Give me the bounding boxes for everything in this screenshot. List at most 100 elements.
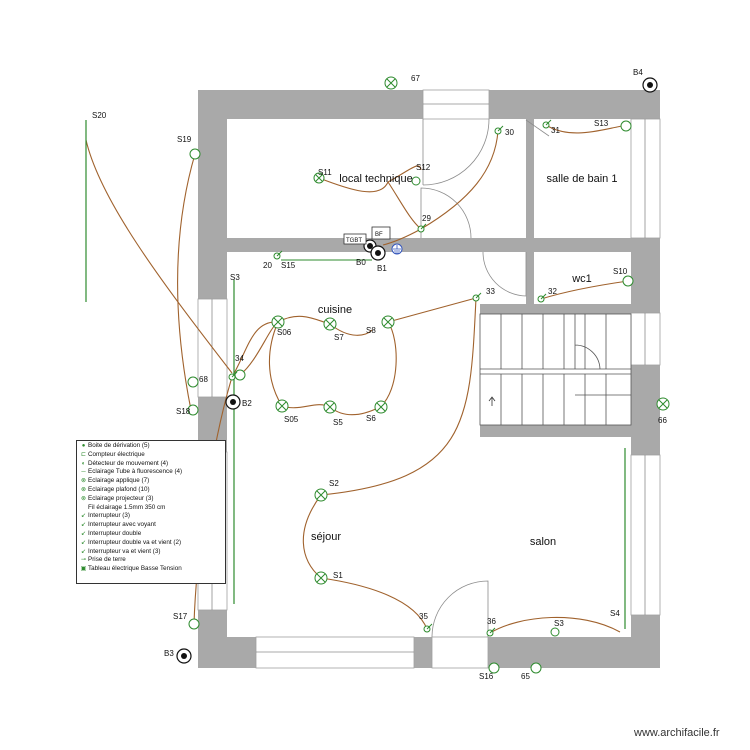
watermark: www.archifacile.fr xyxy=(634,727,720,739)
point-label: 30 xyxy=(505,128,514,137)
point-label: 35 xyxy=(419,612,428,621)
legend-icon: ⊗ xyxy=(80,478,87,485)
legend-icon: ⊏ xyxy=(80,451,87,458)
legend-icon: ↙ xyxy=(80,548,87,555)
point-label: S5 xyxy=(333,418,343,427)
detector-68 xyxy=(187,376,199,388)
fixture-s12 xyxy=(411,176,421,186)
point-label: S10 xyxy=(613,267,628,276)
fixture-s05 xyxy=(275,399,289,413)
switches xyxy=(228,119,552,637)
light-fixtures xyxy=(187,76,670,674)
fixture-67 xyxy=(384,76,398,90)
legend-text: Interrupteur (3) xyxy=(88,512,130,520)
legend-text: Boite de dérivation (5) xyxy=(88,442,150,449)
legend-text: Interrupteur double xyxy=(88,529,142,537)
legend-item: ⊏Compteur électrique xyxy=(79,451,223,460)
point-label: S13 xyxy=(594,119,609,128)
point-label: B4 xyxy=(633,68,643,77)
point-label: S17 xyxy=(173,612,188,621)
point-label: 29 xyxy=(422,214,431,223)
junction-boxes xyxy=(176,77,658,664)
legend-icon: ▣ xyxy=(80,566,87,573)
point-label: 68 xyxy=(199,375,208,384)
legend-item: ⊗Eclairage applique (7) xyxy=(79,477,223,486)
point-label: 33 xyxy=(486,287,495,296)
fixture-s5 xyxy=(323,400,337,414)
legend: ●Boite de dérivation (5)⊏Compteur électr… xyxy=(76,440,226,584)
point-label: S12 xyxy=(416,163,431,172)
point-label: S19 xyxy=(177,135,192,144)
point-label: S05 xyxy=(284,415,299,424)
legend-text: Prise de terre xyxy=(88,556,126,564)
legend-text: Interrupteur avec voyant xyxy=(88,521,156,529)
legend-item: ⊸Prise de terre xyxy=(79,556,223,565)
fixture-s2 xyxy=(314,488,328,502)
junction-box-b3 xyxy=(176,648,192,664)
point-label: S20 xyxy=(92,111,107,120)
legend-item: ↙Interrupteur double xyxy=(79,530,223,539)
detector-34 xyxy=(234,369,246,381)
legend-text: Interrupteur va et vient (3) xyxy=(88,547,161,555)
electrical-board: TGBT BF xyxy=(343,226,403,255)
legend-item: ─Eclairage Tube à fluorescence (4) xyxy=(79,468,223,477)
legend-icon: ─ xyxy=(81,469,86,476)
point-label: S1 xyxy=(333,571,343,580)
legend-item: ⊗Eclairage plafond (10) xyxy=(79,486,223,495)
fixture-s11 xyxy=(313,172,325,184)
legend-text: Compteur électrique xyxy=(88,450,145,458)
fixture-s06 xyxy=(271,315,285,329)
legend-item: ●Boite de dérivation (5) xyxy=(79,442,223,451)
point-label: 31 xyxy=(551,126,560,135)
fixture-s17 xyxy=(188,618,200,630)
staircase xyxy=(479,313,632,426)
point-label: B1 xyxy=(377,264,387,273)
legend-text: Détecteur de mouvement (4) xyxy=(88,459,169,467)
point-label: S11 xyxy=(318,168,332,177)
point-label: B3 xyxy=(164,649,174,658)
legend-item: ↙Interrupteur va et vient (3) xyxy=(79,548,223,557)
fixture-s3 xyxy=(550,627,560,637)
legend-icon: ● xyxy=(81,443,86,449)
point-label: S2 xyxy=(329,479,339,488)
junction-box-b1 xyxy=(370,245,386,261)
legend-icon: ↙ xyxy=(80,530,87,537)
board-tag: TGBT xyxy=(346,238,362,244)
point-label: S6 xyxy=(366,414,376,423)
point-label: S06 xyxy=(277,328,292,337)
fixture-s19 xyxy=(189,148,201,160)
fixture-s1 xyxy=(314,571,328,585)
point-label: S8 xyxy=(366,326,376,335)
point-label: 34 xyxy=(235,354,244,363)
legend-item: ◐Détecteur de mouvement (4) xyxy=(79,460,223,469)
junction-box-b2 xyxy=(225,394,241,410)
point-label: 65 xyxy=(521,672,530,681)
point-label: S3 xyxy=(554,619,564,628)
point-label: B0 xyxy=(356,258,366,267)
point-label: S16 xyxy=(479,672,494,681)
legend-icon: ◐ xyxy=(81,460,86,467)
point-label: S18 xyxy=(176,407,191,416)
board-label: BF xyxy=(375,232,383,238)
room-label: séjour xyxy=(311,531,341,543)
legend-icon: ⊗ xyxy=(80,495,87,502)
legend-text: Eclairage projecteur (3) xyxy=(88,494,154,502)
point-label: 67 xyxy=(411,74,420,83)
legend-item: ↙Interrupteur (3) xyxy=(79,512,223,521)
point-label: 32 xyxy=(548,287,557,296)
legend-item: ▣Tableau électrique Basse Tension xyxy=(79,565,223,574)
legend-text: Fil éclairage 1.5mm 350 cm xyxy=(88,503,166,511)
point-label: S7 xyxy=(334,333,344,342)
fixture-s8 xyxy=(381,315,395,329)
legend-icon: ⊗ xyxy=(80,486,87,493)
point-label: 36 xyxy=(487,617,496,626)
doors xyxy=(420,118,550,638)
point-label: S15 xyxy=(281,261,296,270)
room-label: wc1 xyxy=(571,273,592,285)
point-label: S4 xyxy=(610,609,620,618)
fixture-s6 xyxy=(374,400,388,414)
point-label: B2 xyxy=(242,399,252,408)
legend-item: Fil éclairage 1.5mm 350 cm xyxy=(79,504,223,513)
